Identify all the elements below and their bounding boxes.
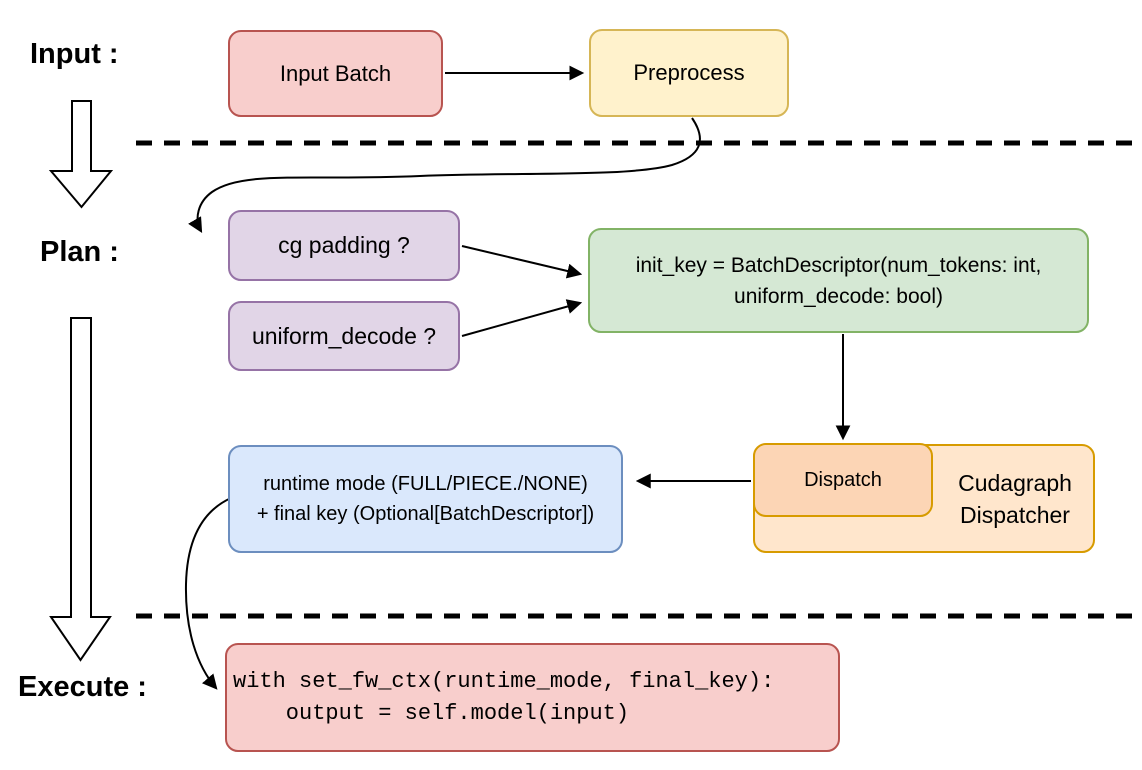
stage-arrow-plan-to-execute-icon [49, 317, 112, 662]
node-dispatch-label: Dispatch [804, 468, 882, 491]
stage-label-execute: Execute : [18, 671, 147, 703]
node-runtime-mode-line2: + final key (Optional[BatchDescriptor]) [256, 503, 595, 525]
arrow-runtime-mode-to-execute-code [184, 497, 232, 690]
node-cg-padding-label: cg padding ? [278, 232, 410, 259]
node-input-batch: Input Batch [228, 30, 443, 117]
node-cg-padding: cg padding ? [228, 210, 460, 281]
node-cudagraph-line2: Dispatcher [960, 501, 1070, 528]
execute-code-line2: output = self.model(input) [233, 700, 630, 726]
arrow-uniform-decode-to-init-key [461, 299, 583, 337]
stage-label-input: Input : [30, 38, 119, 70]
node-init-key-line1: init_key = BatchDescriptor(num_tokens: i… [635, 253, 1042, 277]
arrow-cg-padding-to-init-key [461, 245, 583, 279]
node-init-key-line2: uniform_decode: bool) [734, 284, 943, 308]
node-preprocess-label: Preprocess [633, 60, 745, 86]
execute-code-line1: with set_fw_ctx(runtime_mode, final_key)… [233, 668, 775, 694]
arrow-preprocess-to-cg-padding [188, 117, 701, 233]
node-cudagraph-line1: Cudagraph [958, 469, 1072, 496]
node-runtime-mode: runtime mode (FULL/PIECE./NONE) + final … [228, 445, 623, 553]
node-cudagraph-dispatcher-label: Cudagraph Dispatcher [937, 446, 1093, 551]
stage-arrow-input-to-plan-icon [48, 100, 114, 209]
node-uniform-decode-label: uniform_decode ? [251, 322, 437, 349]
node-runtime-mode-line1: runtime mode (FULL/PIECE./NONE) [263, 473, 588, 495]
stage-label-plan: Plan : [40, 236, 119, 268]
node-init-key: init_key = BatchDescriptor(num_tokens: i… [588, 228, 1089, 333]
node-uniform-decode: uniform_decode ? [228, 301, 460, 371]
node-execute-code: with set_fw_ctx(runtime_mode, final_key)… [225, 643, 840, 752]
node-preprocess: Preprocess [589, 29, 789, 117]
node-input-batch-label: Input Batch [279, 60, 392, 86]
node-dispatch: Dispatch [753, 443, 933, 517]
